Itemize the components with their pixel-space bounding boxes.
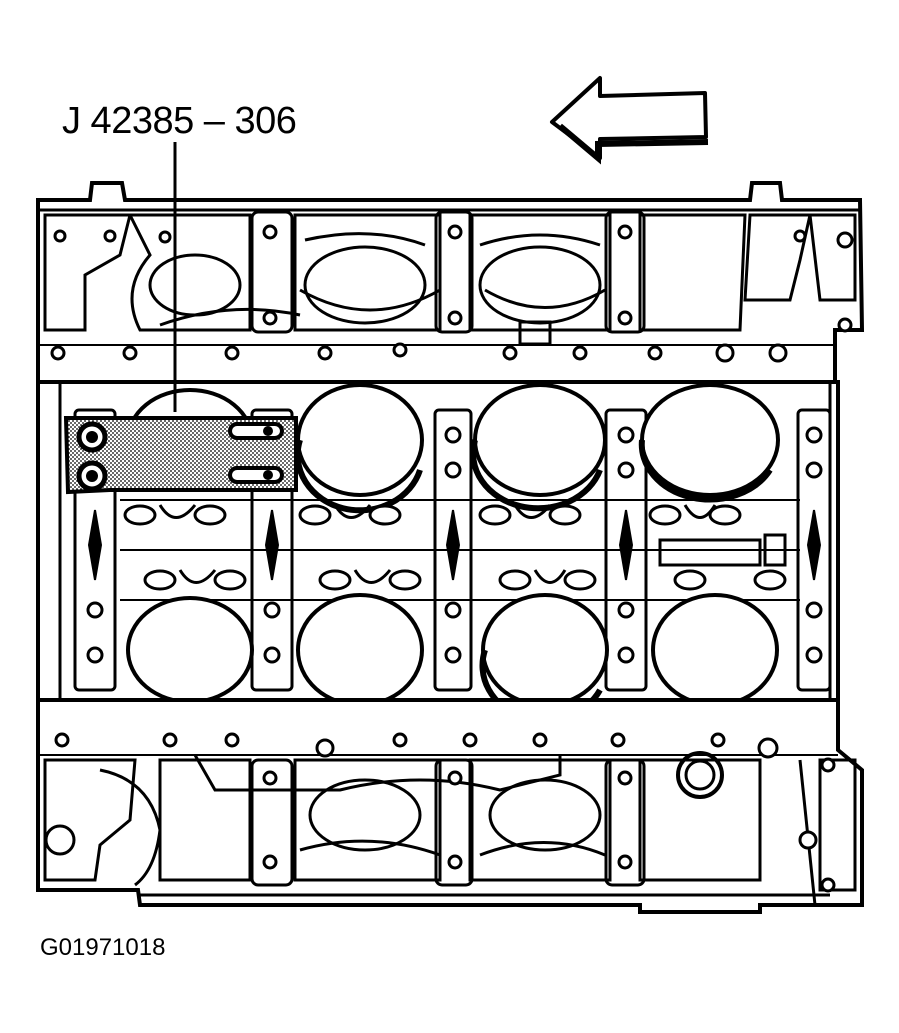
tool-plate xyxy=(63,416,298,495)
upper-cylinder-bores xyxy=(126,383,780,514)
tool-callout-label: J 42385 – 306 xyxy=(62,100,297,142)
lower-rail xyxy=(36,698,864,914)
upper-rail xyxy=(36,181,865,384)
figure-code: G01971018 xyxy=(40,934,166,961)
coolant-ports xyxy=(123,504,787,591)
lower-bolt-holes xyxy=(44,732,836,893)
left-arrow-icon xyxy=(550,76,709,165)
upper-bolt-holes xyxy=(50,224,854,363)
